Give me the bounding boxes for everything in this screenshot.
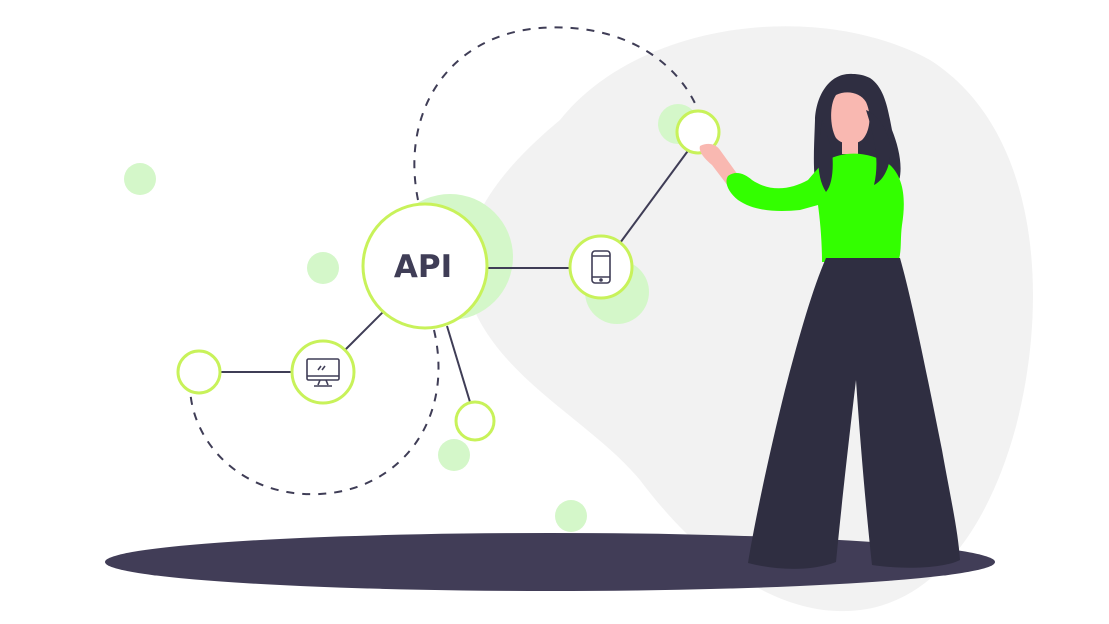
smartphone-icon — [591, 250, 611, 284]
dashed-orbits — [189, 26, 701, 496]
green-top — [726, 153, 904, 262]
endpoint-node-left — [176, 349, 222, 395]
nodes — [176, 109, 721, 442]
bubble — [438, 439, 470, 471]
connector-api-node — [446, 325, 471, 403]
woman-figure — [699, 73, 960, 569]
connector-phone-hand — [619, 147, 691, 244]
endpoint-node-top — [675, 109, 721, 155]
api-label: API — [394, 249, 452, 285]
dashed-orbit-top — [413, 26, 701, 201]
dashed-orbit-bottom — [189, 329, 440, 496]
monitor-icon — [306, 358, 340, 387]
api-hub-node — [361, 202, 489, 330]
connector-api-monitor — [344, 311, 384, 351]
trousers — [748, 258, 960, 569]
monitor-node — [290, 339, 356, 405]
phone-node — [568, 234, 634, 300]
hand — [699, 143, 738, 186]
hair-strands — [818, 110, 891, 192]
bubble — [124, 163, 156, 195]
bubble — [307, 252, 339, 284]
endpoint-node-bottom — [454, 400, 496, 442]
ground-shadow — [105, 533, 995, 591]
neck — [842, 138, 858, 154]
connector-lines — [221, 147, 691, 403]
face — [831, 92, 870, 144]
bubble — [555, 500, 587, 532]
